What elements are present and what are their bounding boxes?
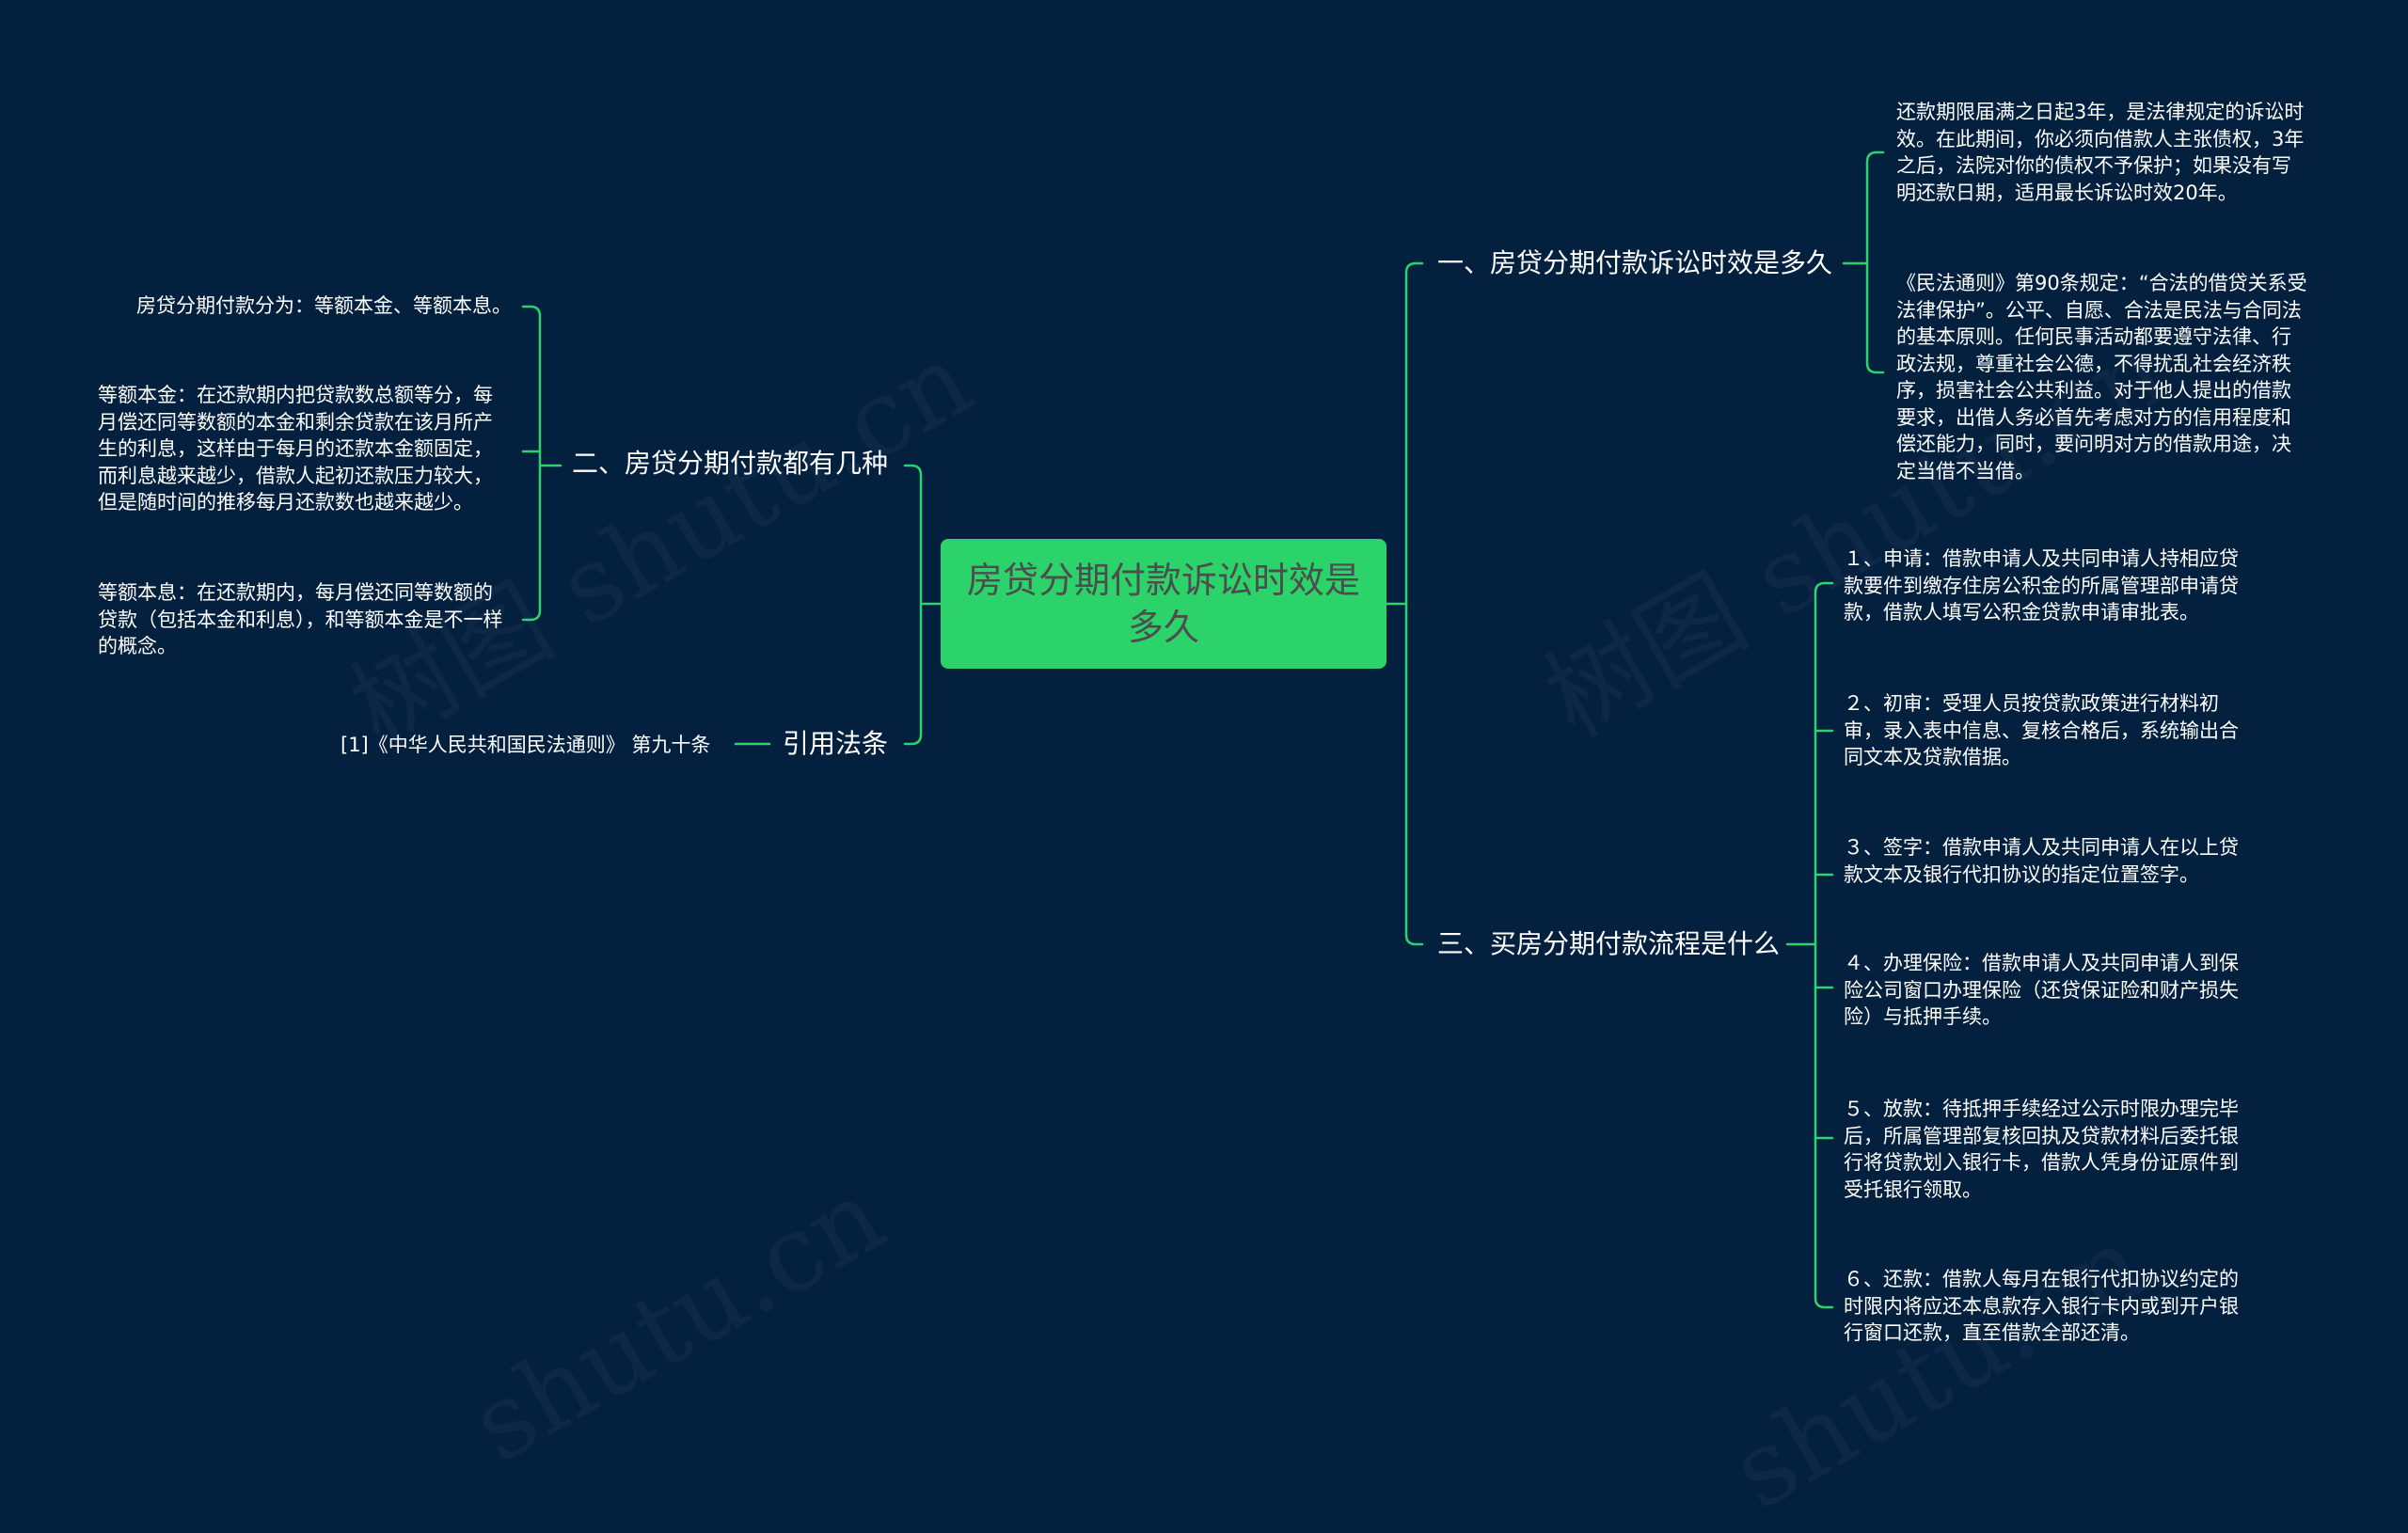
connector-lines: [521, 150, 1885, 1309]
leaf-b3-3: ３、签字：借款申请人及共同申请人在以上贷款文本及银行代扣协议的指定位置签字。: [1844, 836, 2239, 886]
leaf-b2-2: 等额本金：在还款期内把贷款数总额等分，每月偿还同等数额的本金和剩余贷款在该月所产…: [98, 384, 493, 514]
connector-b3-spine: [1814, 581, 1834, 1309]
connector-b1-spine: [1865, 150, 1885, 374]
root-topic[interactable]: 房贷分期付款诉讼时效是多久: [941, 539, 1386, 669]
branch-loan-types[interactable]: 二、房贷分期付款都有几种: [572, 448, 889, 479]
leaf-b1-2: 《民法通则》第90条规定：“合法的借贷关系受法律保护”。公平、自愿、合法是民法与…: [1896, 272, 2307, 482]
connector-left-spine: [903, 464, 923, 746]
leaf-b3-5: ５、放款：待抵押手续经过公示时限办理完毕后，所属管理部复核回执及贷款材料后委托银…: [1844, 1098, 2239, 1201]
leaf-b3-2: ２、初审：受理人员按贷款政策进行材料初审，录入表中信息、复核合格后，系统输出合同…: [1844, 692, 2239, 768]
branch-payment-process[interactable]: 三、买房分期付款流程是什么: [1437, 928, 1781, 959]
leaf-b3-4: ４、办理保险：借款申请人及共同申请人到保险公司窗口办理保险（还贷保证险和财产损失…: [1844, 952, 2239, 1028]
mind-map-canvas: 树图 shutu.cn 树图 shutu.cn shutu.cn shutu.c…: [98, 101, 2307, 1533]
leaf-b1-1: 还款期限届满之日起3年，是法律规定的诉讼时效。在此期间，你必须向借款人主张债权，…: [1896, 101, 2305, 204]
connector-b2-spine: [521, 305, 542, 622]
branch-cited-law[interactable]: 引用法条: [783, 728, 889, 759]
leaf-b2-1: 房贷分期付款分为：等额本金、等额本息。: [136, 294, 512, 317]
leaf-b2-3: 等额本息：在还款期内，每月偿还同等数额的贷款（包括本金和利息），和等额本金是不一…: [98, 581, 503, 657]
connector-right-spine: [1404, 261, 1424, 946]
leaf-b4-1: [1]《中华人民共和国民法通则》 第九十条: [341, 734, 711, 756]
leaf-b3-1: １、申请：借款申请人及共同申请人持相应贷款要件到缴存住房公积金的所属管理部申请贷…: [1844, 547, 2239, 624]
branch-statute-of-limitations[interactable]: 一、房贷分期付款诉讼时效是多久: [1437, 247, 1833, 278]
leaf-b3-6: ６、还款：借款人每月在银行代扣协议约定的时限内将应还本息款存入银行卡内或到开户银…: [1844, 1268, 2239, 1344]
